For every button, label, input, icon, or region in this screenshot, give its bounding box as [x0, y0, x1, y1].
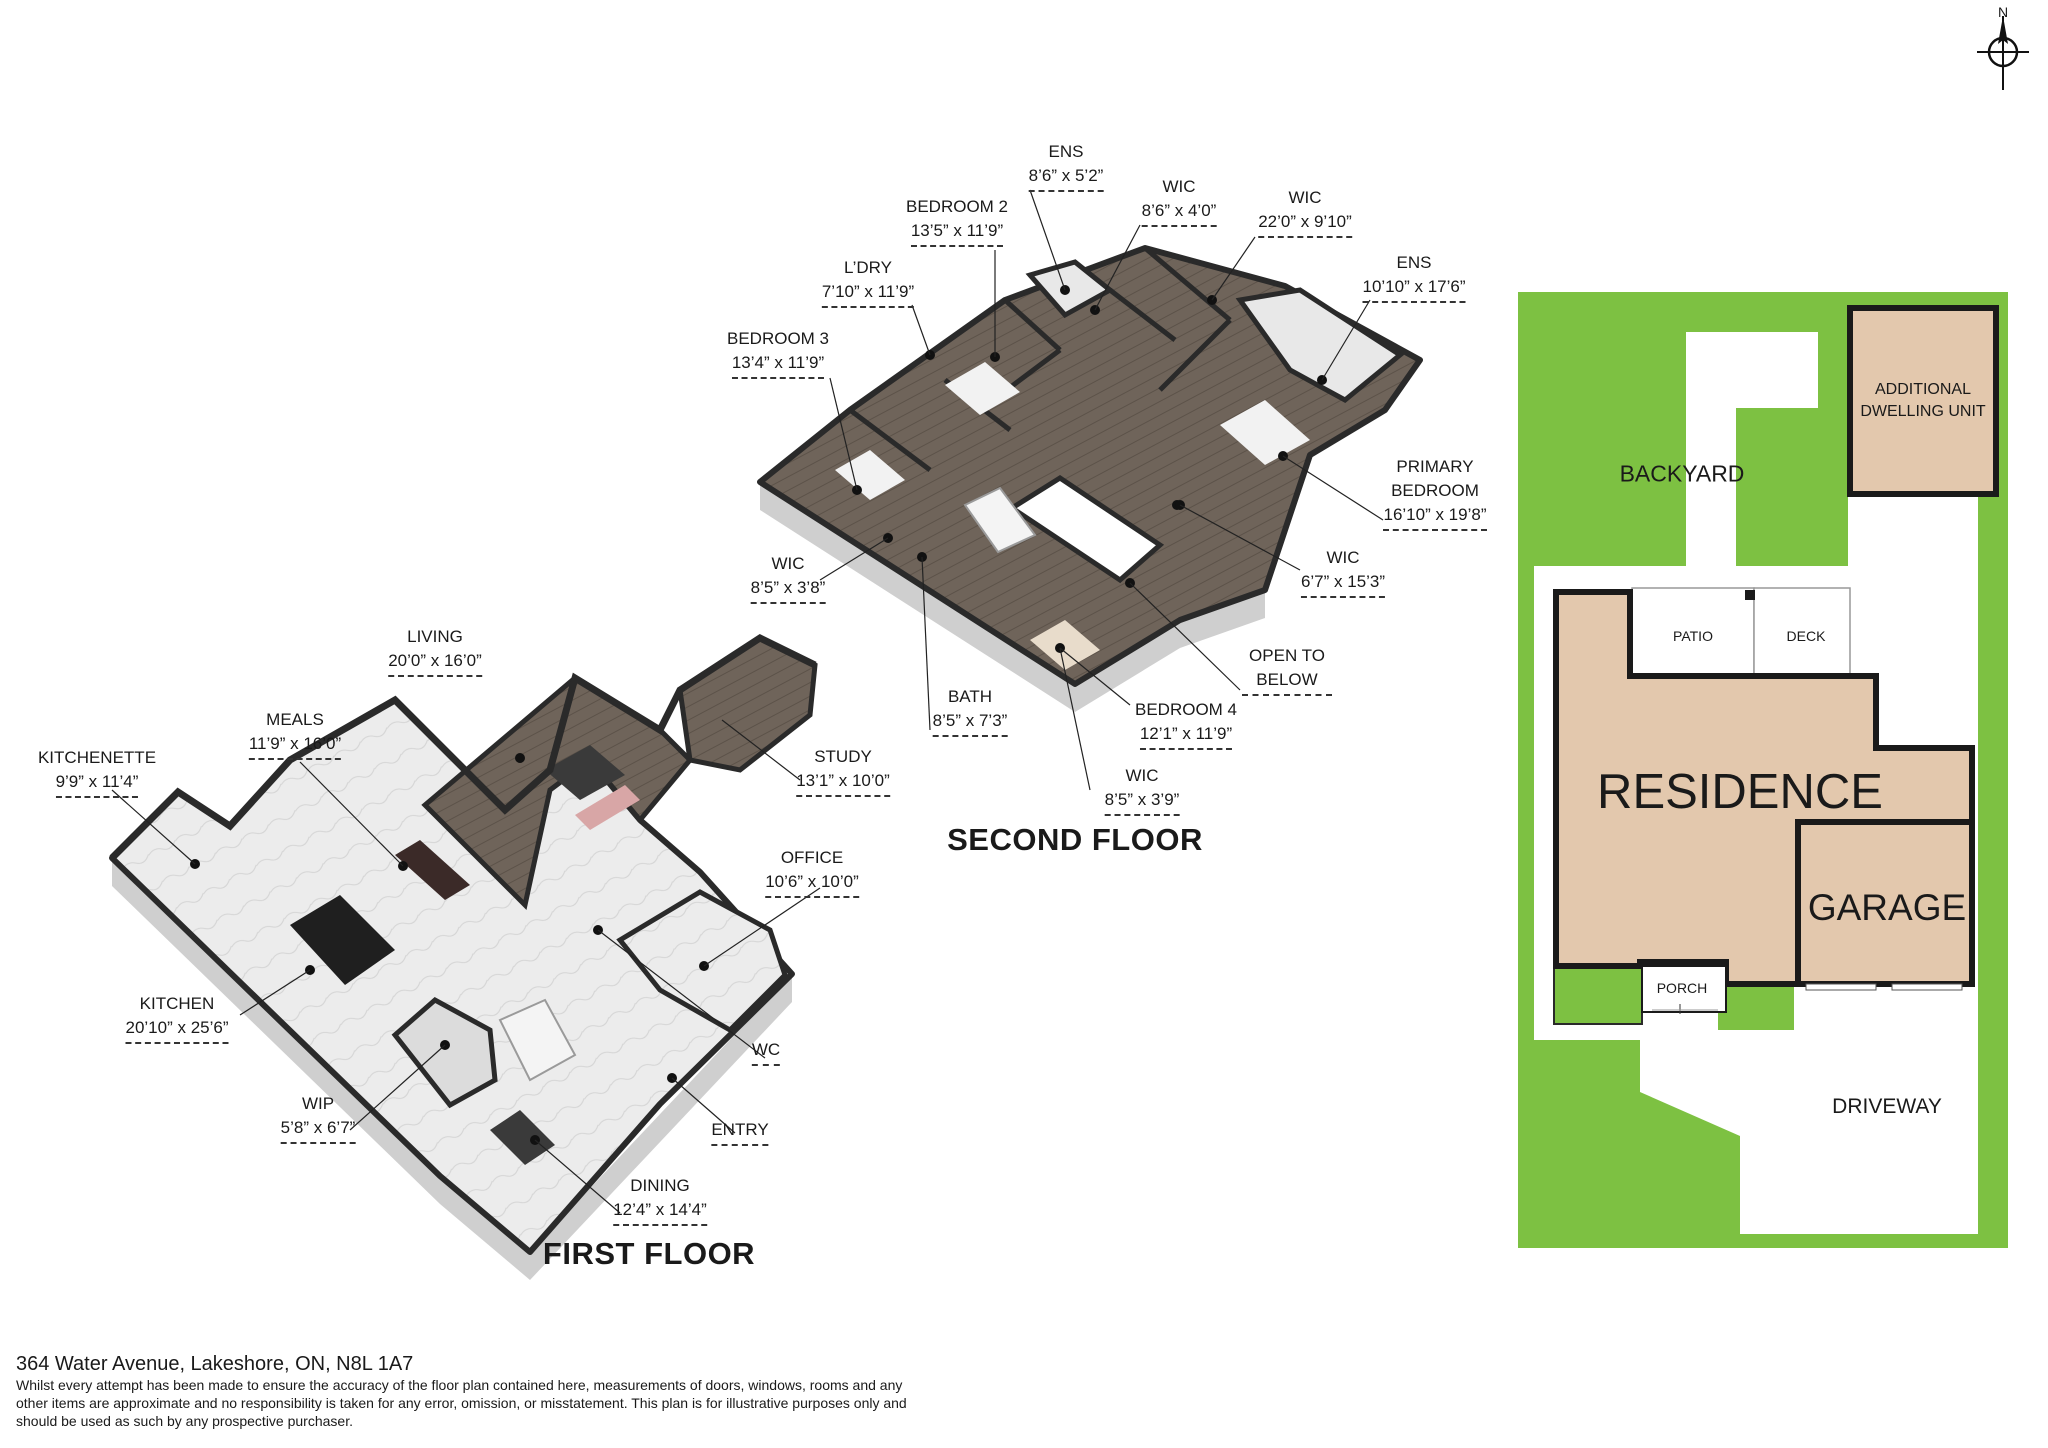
bedroom-3-bed [835, 450, 905, 500]
site-label-residence: RESIDENCE [1597, 765, 1883, 819]
meals-table [395, 840, 470, 900]
site-label-patio: PATIO [1673, 628, 1713, 644]
disclaimer-text: Whilst every attempt has been made to en… [16, 1377, 907, 1429]
open-to-below-void [1007, 475, 1165, 584]
kitchen-island [290, 895, 395, 985]
compass-icon [1977, 16, 2029, 90]
room-label-open-to-below: OPEN TO BELOW [1242, 644, 1332, 696]
backyard-gap [1686, 332, 1736, 408]
second-floor-side-wall [760, 482, 1265, 712]
site-plan [1518, 292, 2008, 1248]
first-floor-back-wall [109, 633, 817, 861]
wip-floor [391, 996, 498, 1109]
adu-building [1847, 305, 1999, 497]
garage-building [1795, 819, 1975, 987]
porch-area [1641, 965, 1727, 1013]
first-floor-stairs [498, 998, 577, 1082]
site-label-deck: DECK [1786, 628, 1826, 644]
primary-bed [1220, 400, 1310, 465]
site-label-garage: GARAGE [1807, 887, 1967, 928]
property-address: 364 Water Avenue, Lakeshore, ON, N8L 1A7 [16, 1353, 414, 1375]
second-floor-wood-floor [757, 245, 1423, 687]
living-sofa [545, 745, 625, 800]
first-floor-title: FIRST FLOOR [542, 1236, 756, 1271]
second-floor-title: SECOND FLOOR [947, 822, 1203, 857]
primary-ensuite-floor [1235, 287, 1405, 404]
dining-table [490, 1110, 555, 1165]
site-label-adu: ADDITIONAL DWELLING UNIT [1860, 381, 1986, 420]
footer: 364 Water Avenue, Lakeshore, ON, N8L 1A7… [16, 1352, 916, 1430]
backyard-lawn-notch [1736, 408, 1818, 566]
living-sofa-pink [575, 785, 640, 830]
bedroom-2-bed [945, 362, 1020, 415]
office-floor [616, 889, 788, 1034]
site-label-backyard: BACKYARD [1619, 460, 1745, 487]
room-label-entry: ENTRY [711, 1118, 769, 1146]
first-floor-plan [109, 633, 821, 1280]
deck-area [1753, 587, 1851, 675]
site-label-porch: PORCH [1656, 980, 1708, 996]
room-label-wc: WC [751, 1038, 781, 1066]
second-floor-stairs [963, 486, 1037, 554]
site-label-driveway: DRIVEWAY [1832, 1095, 1942, 1118]
compass-north-label: N [1997, 4, 2009, 20]
bedroom-4-bed [1030, 620, 1100, 670]
front-lawn-left [1553, 959, 1643, 1025]
first-floor-side-wall [112, 858, 792, 1280]
second-floor-plan [757, 189, 1423, 791]
